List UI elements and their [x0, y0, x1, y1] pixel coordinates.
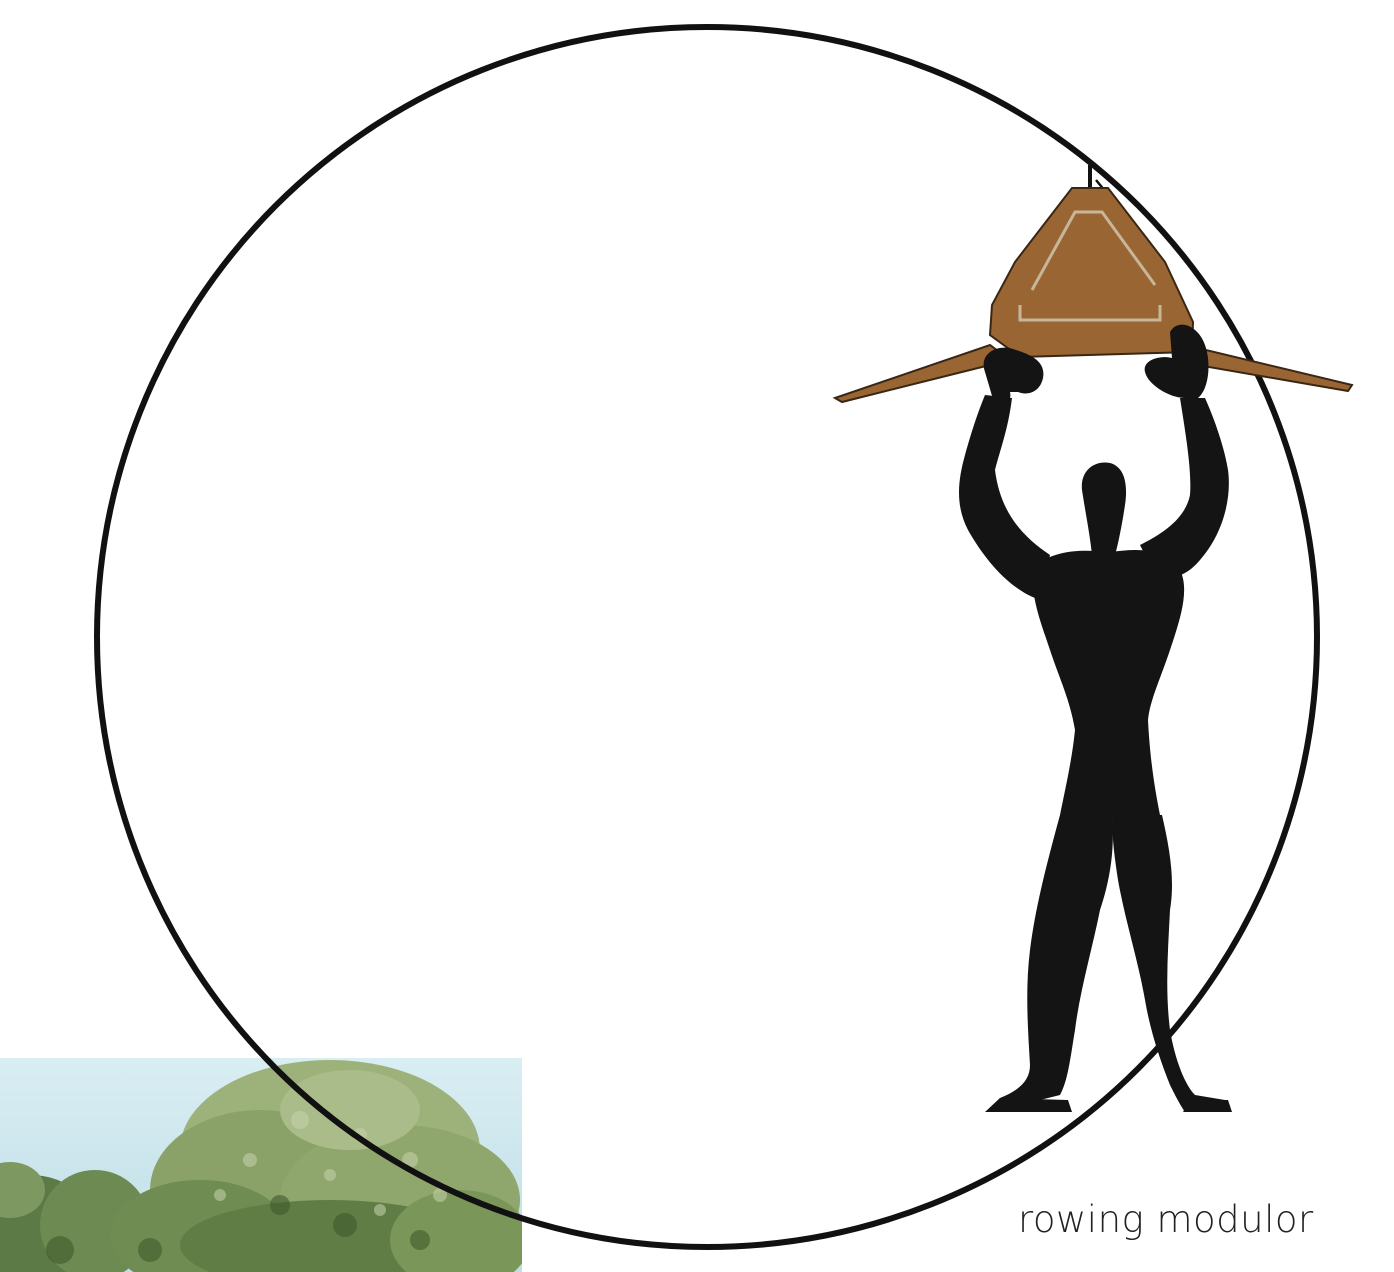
- modulor-figure: [959, 325, 1232, 1112]
- rowing-boat: [835, 165, 1352, 402]
- tree-photo: [0, 1058, 530, 1272]
- caption-label: rowing modulor: [1018, 1198, 1314, 1241]
